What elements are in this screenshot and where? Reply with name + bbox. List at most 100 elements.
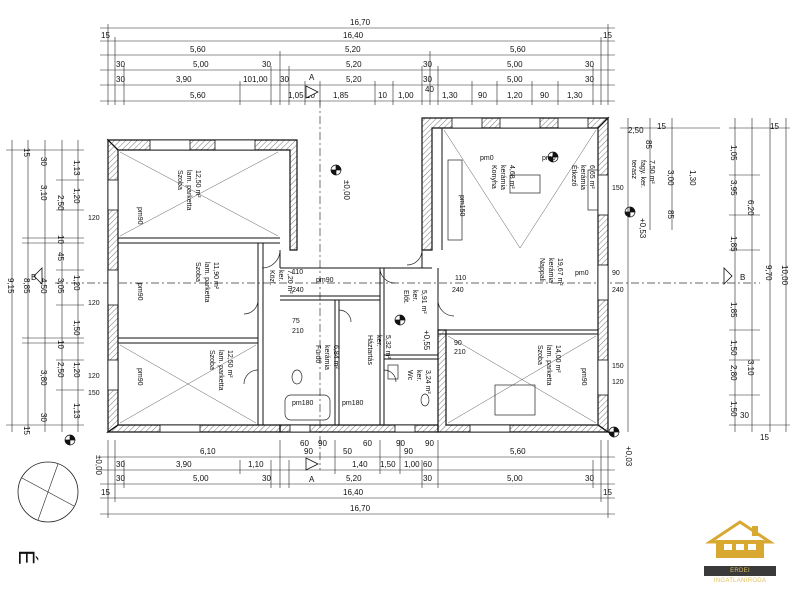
svg-text:1,40: 1,40	[352, 460, 368, 469]
svg-text:ker.: ker.	[415, 370, 422, 381]
svg-text:1,20: 1,20	[72, 362, 81, 378]
room-bedroom-1: Szoba lam. parketta 12,50 m²	[176, 170, 201, 211]
svg-text:1,13: 1,13	[72, 160, 81, 176]
svg-text:240: 240	[452, 287, 464, 294]
room-bedroom-2: Szoba lam. parketta 11,90 m²	[194, 262, 219, 303]
svg-text:Előt.: Előt.	[402, 290, 409, 304]
svg-text:150: 150	[612, 363, 624, 370]
svg-text:7,50 m²: 7,50 m²	[648, 160, 655, 184]
room-dining: Étkező kerámia 6,65 m²	[570, 165, 595, 190]
svg-text:30: 30	[585, 474, 594, 483]
svg-text:6,20: 6,20	[746, 200, 755, 216]
code-pm90-1: pm90	[316, 277, 334, 284]
svg-text:A: A	[309, 73, 315, 82]
dim-r4-9: 30	[585, 75, 594, 84]
dim-r5-8: 1,20	[507, 91, 523, 100]
svg-text:3,10: 3,10	[39, 185, 48, 201]
right-dimensions: 10,00 9,70 6,20 3,10 1,85 3,95 1,05 2,80…	[620, 118, 790, 442]
svg-text:1,85: 1,85	[729, 302, 738, 318]
svg-text:30: 30	[39, 157, 48, 166]
svg-text:60: 60	[300, 439, 309, 448]
wc-toilet	[420, 393, 430, 407]
svg-text:15: 15	[22, 148, 31, 157]
dim-r5-1: 1,05	[288, 91, 304, 100]
svg-text:120: 120	[88, 215, 100, 222]
svg-text:90: 90	[318, 439, 327, 448]
svg-text:75: 75	[292, 318, 300, 325]
dim-r4-1: 3,90	[176, 75, 192, 84]
svg-text:kerámia: kerámia	[323, 345, 330, 370]
code-pm0-3: pm0	[575, 270, 589, 277]
north-symbol: É	[14, 550, 39, 565]
svg-text:lam. parketta: lam. parketta	[203, 262, 210, 303]
svg-text:15: 15	[770, 122, 779, 131]
svg-text:4,68 m²: 4,68 m²	[508, 165, 515, 189]
svg-text:90: 90	[425, 439, 434, 448]
company-logo	[705, 520, 775, 558]
left-dimensions: 9,15 15 30 3,10 4,50 8,85 3,80 2,50 3,05…	[6, 140, 84, 435]
dim-inner: 16,40	[343, 31, 364, 40]
code-pm180-2: pm180	[342, 400, 364, 407]
svg-text:1,05: 1,05	[729, 145, 738, 161]
kitchen-counter	[447, 159, 463, 241]
svg-text:1,50: 1,50	[729, 401, 738, 417]
terrace-edge	[587, 169, 599, 211]
svg-text:15: 15	[101, 488, 110, 497]
svg-text:3,05: 3,05	[56, 278, 65, 294]
svg-text:90: 90	[396, 439, 405, 448]
level-label-2: +0,55	[422, 330, 431, 351]
dim-edge-right: 15	[603, 31, 612, 40]
svg-text:30: 30	[423, 474, 432, 483]
svg-text:1,50: 1,50	[380, 460, 396, 469]
svg-text:210: 210	[454, 349, 466, 356]
svg-text:110: 110	[292, 269, 303, 276]
svg-text:110: 110	[455, 275, 466, 282]
svg-text:5,00: 5,00	[507, 474, 523, 483]
svg-text:3,10: 3,10	[746, 360, 755, 376]
dining-table	[509, 174, 541, 194]
svg-text:1,00: 1,00	[404, 460, 420, 469]
dim-r4-4: 30	[280, 75, 289, 84]
dim-r3-0: 30	[116, 60, 125, 69]
room-bedroom-4: Szoba lam. parketta 14,00 m²	[536, 345, 561, 386]
svg-text:5,60: 5,60	[510, 447, 526, 456]
svg-text:1,50: 1,50	[72, 320, 81, 336]
level-label-5: ±0,00	[94, 455, 103, 476]
dim-half-3: 5,60	[510, 45, 526, 54]
svg-text:1,50: 1,50	[729, 340, 738, 356]
windows	[107, 117, 609, 433]
svg-text:terasz: terasz	[630, 160, 637, 180]
logo-text: ERDEI INGATLANIRODA	[704, 566, 776, 584]
svg-text:Szoba: Szoba	[194, 262, 201, 282]
dim-r5-6: 1,30	[442, 91, 458, 100]
bathtub	[284, 394, 331, 421]
room-kitchen: Konyha kerámia 4,68 m²	[490, 165, 515, 190]
svg-text:15: 15	[760, 433, 769, 442]
svg-text:8,85: 8,85	[22, 278, 31, 294]
room-bathroom: Fürdő kerámia 6,84 m²	[314, 345, 339, 370]
code-pm0-2: pm0	[542, 155, 556, 162]
svg-text:150: 150	[88, 390, 100, 397]
svg-text:9,70: 9,70	[764, 265, 773, 281]
dim-r5-4: 10	[378, 91, 387, 100]
svg-text:16,70: 16,70	[350, 504, 371, 513]
svg-text:Szoba: Szoba	[536, 345, 543, 365]
svg-text:5,00: 5,00	[193, 474, 209, 483]
svg-text:11,90 m²: 11,90 m²	[212, 262, 219, 290]
svg-text:3,80: 3,80	[39, 370, 48, 386]
svg-text:1,20: 1,20	[72, 188, 81, 204]
dim-r5-10: 1,30	[567, 91, 583, 100]
room-terrace: terasz fagy. ker. 7,50 m²	[630, 160, 655, 188]
svg-text:5,91 m²: 5,91 m²	[420, 290, 427, 314]
svg-text:6,84 m²: 6,84 m²	[332, 345, 339, 369]
svg-text:12,50 m²: 12,50 m²	[226, 350, 233, 378]
dim-r4-0: 30	[116, 75, 125, 84]
svg-text:15: 15	[657, 122, 666, 131]
svg-text:ker.: ker.	[411, 290, 418, 301]
svg-text:90: 90	[304, 447, 313, 456]
svg-text:kerámia: kerámia	[547, 258, 554, 283]
svg-text:Fürdő: Fürdő	[314, 345, 321, 363]
room-labels: Szoba lam. parketta 12,50 m² Szoba lam. …	[176, 160, 655, 394]
svg-text:ker.: ker.	[375, 335, 382, 346]
